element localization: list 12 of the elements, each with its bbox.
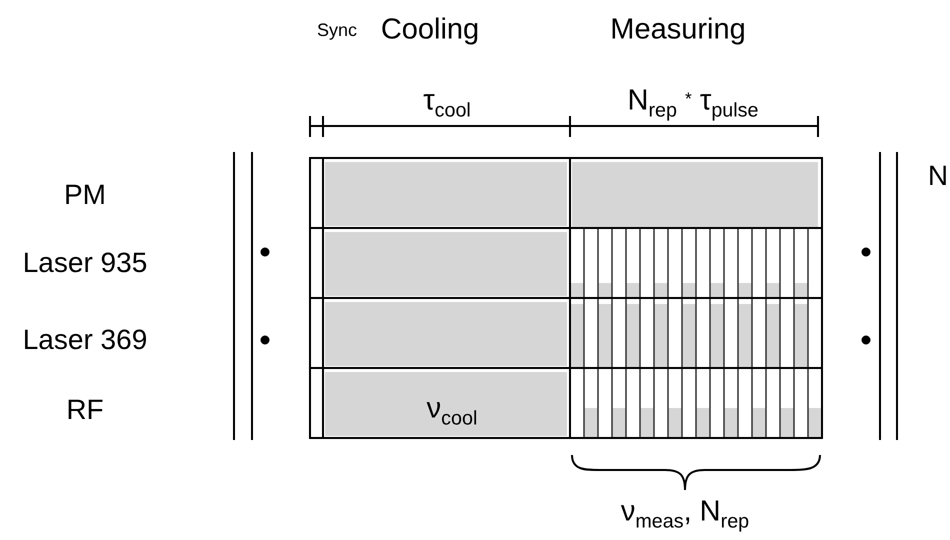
- channel-label: RF: [66, 396, 104, 424]
- parameter-label: ν$_{cool}$: [426, 394, 478, 430]
- duration-label: τ$_{cool}$: [423, 86, 471, 122]
- parameter-label: ν$_{meas}$, N$_{rep}$: [620, 498, 750, 532]
- phase-heading: Cooling: [380, 16, 480, 44]
- repeat-count-label: N: [928, 162, 948, 190]
- channel-label: Laser 935: [22, 249, 148, 277]
- channel-label: Laser 369: [22, 326, 148, 354]
- label: Sync: [316, 21, 358, 39]
- duration-label: N$_{rep}$ $^{*}$ τ$_{pulse}$: [628, 86, 758, 122]
- channel-label: PM: [64, 181, 106, 209]
- phase-heading: Measuring: [610, 16, 746, 44]
